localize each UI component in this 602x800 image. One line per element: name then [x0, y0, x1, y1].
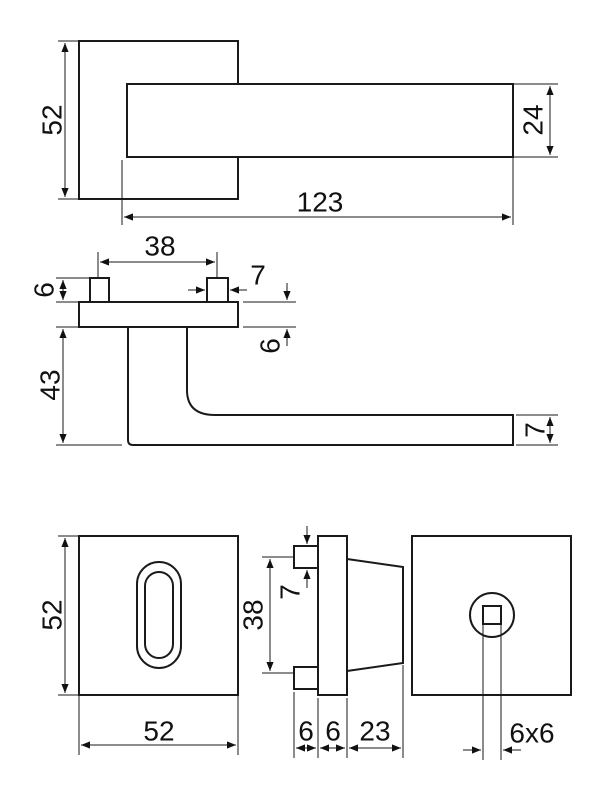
keyhole-outer [136, 561, 182, 669]
rosette-plate-profile [317, 535, 348, 696]
dim-lever-height: 24 [518, 104, 549, 135]
pin-left [89, 277, 110, 303]
side-view: 38 6 7 6 43 7 [29, 231, 558, 446]
rosette-side-view: 7 38 6 6 23 [238, 526, 404, 758]
dim-plate-thickness: 6 [255, 338, 286, 354]
rosette-square [78, 535, 239, 696]
dim-plate-height: 52 [37, 104, 68, 135]
pin-bottom [293, 666, 319, 690]
dim-pin-spacing: 38 [144, 231, 175, 262]
dim-pin-width: 7 [250, 260, 266, 291]
rosette-body-profile [346, 558, 404, 672]
rosette-plate-side [78, 301, 239, 328]
pin-right [206, 277, 229, 303]
dim-square-spindle: 6x6 [509, 718, 554, 749]
dim-body-depth: 23 [359, 716, 390, 747]
top-view: 52 24 123 [37, 40, 558, 225]
spindle-boss [469, 592, 515, 638]
dim-pin-height: 6 [29, 282, 60, 298]
lever [126, 83, 514, 158]
pin-top [293, 545, 319, 569]
dim-side-pin-width: 7 [275, 584, 306, 600]
rosette-front-view: 52 52 [37, 535, 239, 755]
dim-rosette-height: 52 [37, 599, 68, 630]
rosette-back-square [411, 535, 572, 696]
dim-lever-thickness: 7 [520, 422, 551, 438]
dim-rosette-width: 52 [143, 716, 174, 747]
keyhole-inner [144, 571, 174, 659]
dim-pin-depth: 6 [298, 716, 314, 747]
dim-side-pin-spacing: 38 [238, 599, 269, 630]
dim-lever-length: 123 [297, 187, 344, 218]
square-spindle-hole [482, 605, 502, 625]
dim-handle-drop: 43 [35, 369, 66, 400]
dim-plate-depth: 6 [325, 716, 341, 747]
rosette-back-view: 6x6 [411, 535, 572, 760]
handle-profile [127, 326, 514, 446]
